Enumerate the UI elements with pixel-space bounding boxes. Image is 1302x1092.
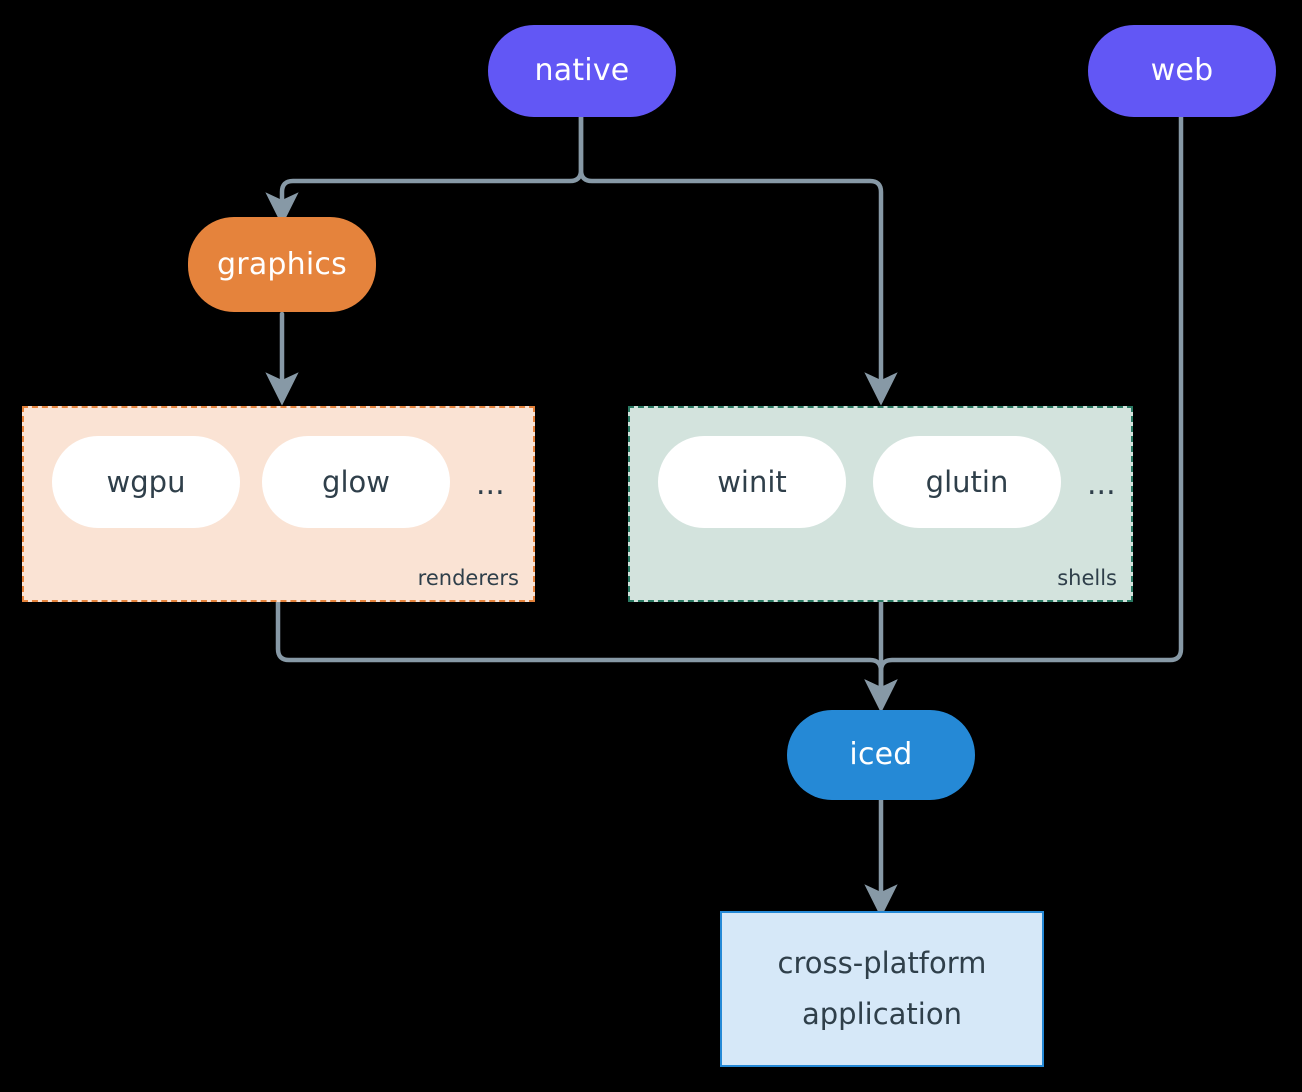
group-shells-label: shells — [1057, 566, 1117, 590]
leaf-glutin[interactable]: glutin — [873, 436, 1061, 528]
group-shells: winit glutin ... shells — [628, 406, 1133, 602]
leaf-glow[interactable]: glow — [262, 436, 450, 528]
node-web-label: web — [1150, 53, 1214, 89]
node-iced[interactable]: iced — [787, 710, 975, 800]
node-application-line1: cross-platform — [777, 946, 987, 981]
group-renderers-label: renderers — [417, 566, 519, 590]
leaf-wgpu[interactable]: wgpu — [52, 436, 240, 528]
leaf-winit[interactable]: winit — [658, 436, 846, 528]
node-graphics-label: graphics — [217, 246, 347, 282]
node-native[interactable]: native — [488, 25, 676, 117]
renderers-ellipsis: ... — [476, 467, 505, 502]
edge-renderers-to-iced — [275, 599, 898, 713]
group-renderers: wgpu glow ... renderers — [22, 406, 535, 602]
node-application-text: cross-platform application — [778, 938, 987, 1040]
node-application-line2: application — [802, 997, 962, 1031]
leaf-winit-label: winit — [717, 465, 787, 499]
edge-native-to-graphics — [265, 113, 584, 226]
leaf-wgpu-label: wgpu — [106, 465, 186, 499]
leaf-glutin-label: glutin — [925, 465, 1009, 499]
node-web[interactable]: web — [1088, 25, 1276, 117]
node-native-label: native — [534, 53, 630, 89]
shells-ellipsis: ... — [1087, 467, 1116, 502]
node-iced-label: iced — [849, 737, 913, 773]
edge-native-to-shells — [578, 113, 898, 406]
node-graphics[interactable]: graphics — [188, 217, 376, 312]
leaf-glow-label: glow — [322, 465, 390, 499]
node-application[interactable]: cross-platform application — [720, 911, 1044, 1067]
